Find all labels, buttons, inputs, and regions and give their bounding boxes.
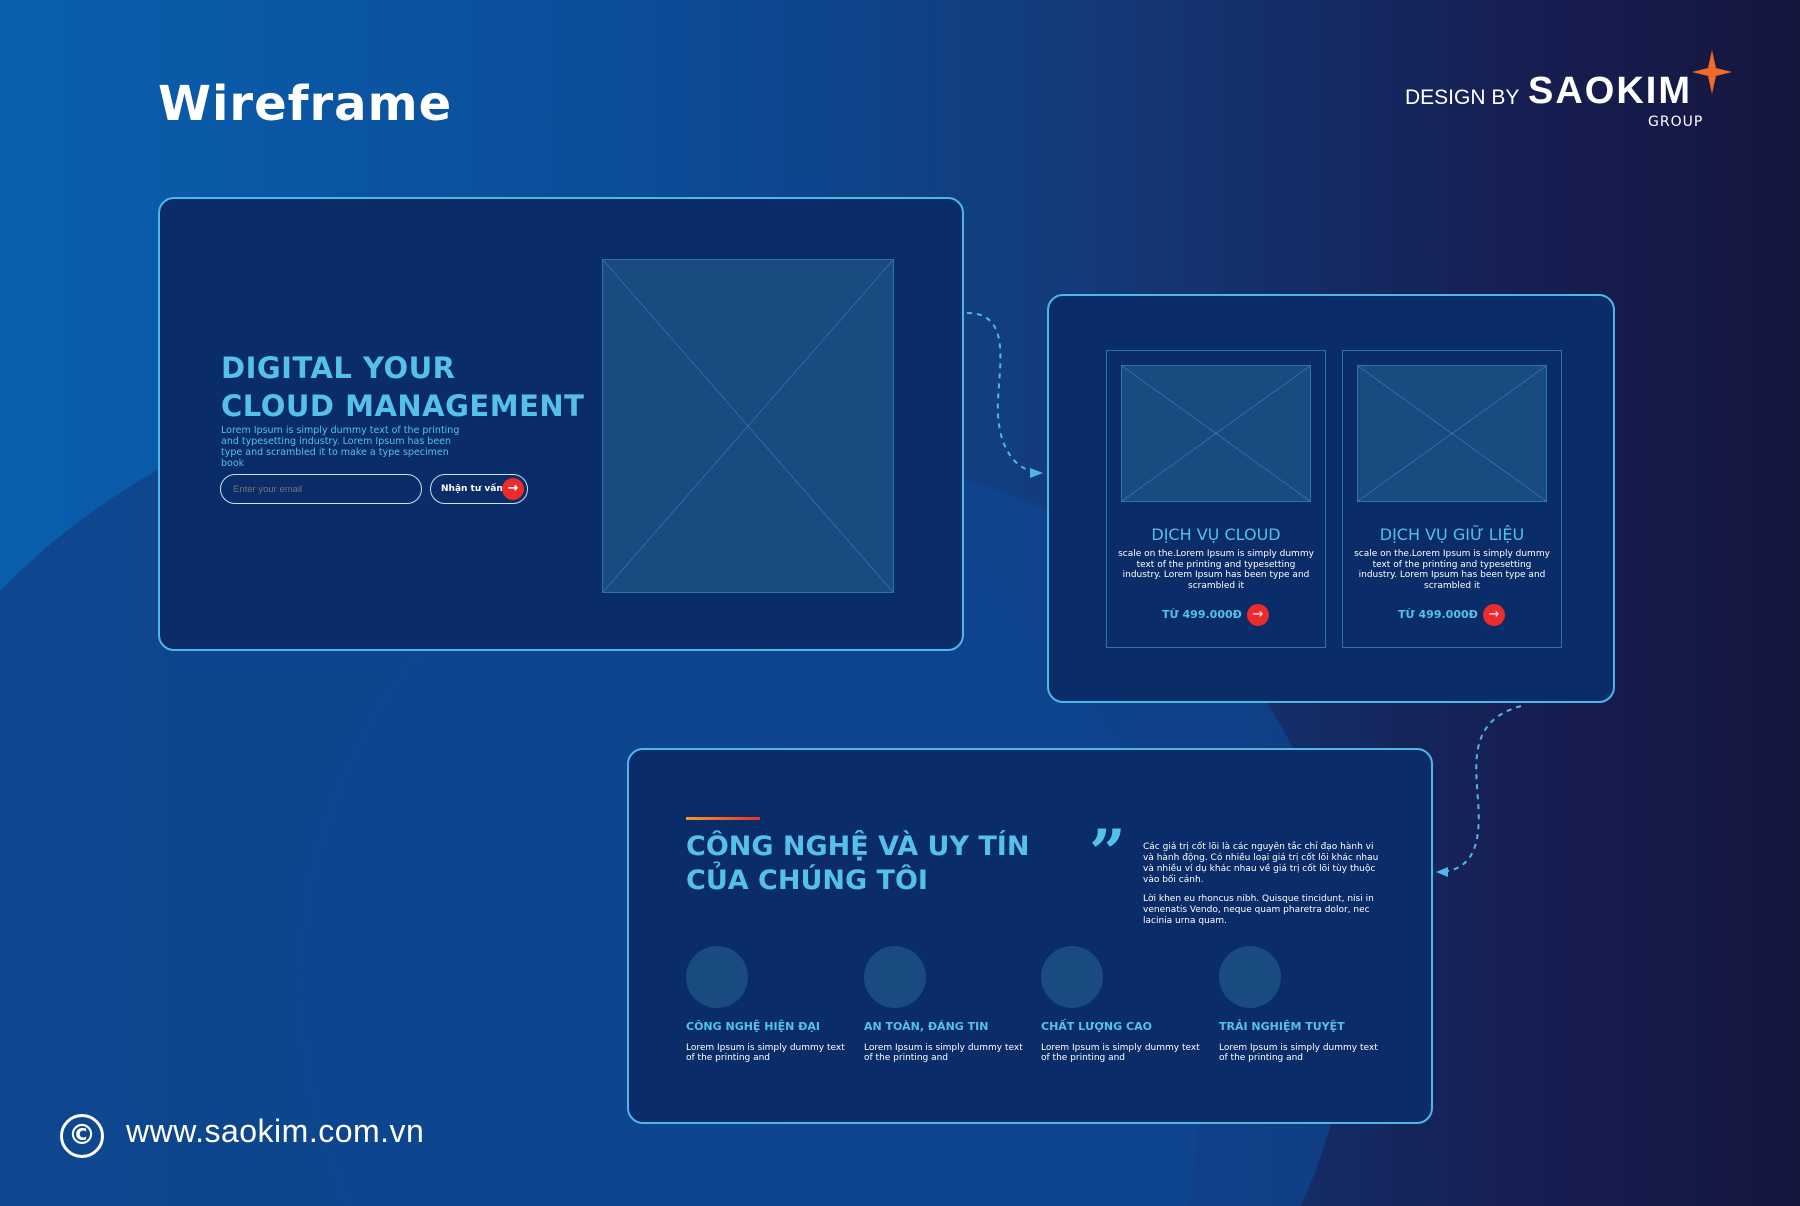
feature-label: CÔNG NGHỆ HIỆN ĐẠI	[686, 1020, 820, 1033]
quote-paragraph: Các giá trị cốt lõi là các nguyên tắc ch…	[1143, 842, 1379, 885]
feature-item: TRẢI NGHIỆM TUYỆT Lorem Ipsum is simply d…	[1219, 946, 1379, 1063]
services-wireframe-panel: DỊCH VỤ CLOUD scale on the.Lorem Ipsum i…	[1047, 294, 1615, 703]
hero-headline: DIGITAL YOUR CLOUD MANAGEMENT	[221, 349, 584, 425]
feature-item: AN TOÀN, ĐÁNG TIN Lorem Ipsum is simply d…	[864, 946, 1024, 1063]
email-input[interactable]	[220, 474, 422, 504]
feature-desc: Lorem Ipsum is simply dummy text of the …	[686, 1043, 845, 1063]
service-card: DỊCH VỤ CLOUD scale on the.Lorem Ipsum i…	[1106, 350, 1326, 648]
feature-icon-placeholder	[1041, 946, 1103, 1008]
image-placeholder	[1121, 365, 1311, 502]
headline-line: CLOUD MANAGEMENT	[221, 389, 585, 423]
star-icon	[1692, 50, 1732, 94]
saokim-logo: SAOKIM GROUP	[1528, 50, 1738, 140]
feature-icon-placeholder	[1219, 946, 1281, 1008]
quote-icon: ”	[1089, 816, 1126, 891]
feature-icon-placeholder	[686, 946, 748, 1008]
hero-wireframe-panel: DIGITAL YOUR CLOUD MANAGEMENT Lorem Ipsum…	[158, 197, 964, 651]
arrow-right-icon[interactable]: →	[1483, 604, 1505, 626]
feature-label: CHẤT LƯỢNG CAO	[1041, 1020, 1152, 1033]
feature-desc: Lorem Ipsum is simply dummy text of the …	[1219, 1043, 1378, 1063]
headline-line: DIGITAL YOUR	[221, 351, 456, 385]
copyright-icon: ©	[60, 1114, 104, 1158]
image-placeholder	[602, 259, 894, 593]
feature-item: CHẤT LƯỢNG CAO Lorem Ipsum is simply dumm…	[1041, 946, 1201, 1063]
quote-text: Các giá trị cốt lõi là các nguyên tắc ch…	[1143, 842, 1383, 927]
quote-paragraph: Lời khen eu rhoncus nibh. Quisque tincid…	[1143, 894, 1374, 926]
feature-icon-placeholder	[864, 946, 926, 1008]
service-desc: scale on the.Lorem Ipsum is simply dummy…	[1118, 549, 1314, 591]
feature-desc: Lorem Ipsum is simply dummy text of the …	[1041, 1043, 1200, 1063]
feature-label: TRẢI NGHIỆM TUYỆT	[1219, 1020, 1345, 1033]
design-by-label: DESIGN BY	[1405, 86, 1520, 109]
heading-line: CỦA CHÚNG TÔI	[686, 865, 928, 896]
service-price: TỪ 499.000Đ	[1162, 608, 1242, 621]
consult-label: Nhận tư vấn	[441, 484, 503, 494]
service-title: DỊCH VỤ CLOUD	[1151, 525, 1281, 544]
feature-label: AN TOÀN, ĐÁNG TIN	[864, 1020, 989, 1033]
flow-arrows	[966, 312, 1522, 877]
arrow-right-icon[interactable]: →	[1247, 604, 1269, 626]
arrow-right-icon: →	[502, 477, 524, 500]
page-title: Wireframe	[158, 76, 453, 132]
service-title: DỊCH VỤ GIỮ LIỆU	[1379, 525, 1525, 544]
feature-desc: Lorem Ipsum is simply dummy text of the …	[864, 1043, 1023, 1063]
logo-text: SAOKIM	[1528, 70, 1692, 112]
accent-line	[686, 817, 760, 820]
heading-line: CÔNG NGHỆ VÀ UY TÍN	[686, 831, 1030, 862]
feature-item: CÔNG NGHỆ HIỆN ĐẠI Lorem Ipsum is simply …	[686, 946, 846, 1063]
service-price: TỪ 499.000Đ	[1398, 608, 1478, 621]
website-url: www.saokim.com.vn	[126, 1113, 425, 1149]
image-placeholder	[1357, 365, 1547, 502]
service-desc: scale on the.Lorem Ipsum is simply dummy…	[1354, 549, 1550, 591]
hero-lead: Lorem Ipsum is simply dummy text of the …	[221, 425, 460, 469]
logo-sub: GROUP	[1648, 114, 1704, 130]
service-card: DỊCH VỤ GIỮ LIỆU scale on the.Lorem Ipsu…	[1342, 350, 1562, 648]
consult-button[interactable]: Nhận tư vấn→	[430, 474, 528, 504]
